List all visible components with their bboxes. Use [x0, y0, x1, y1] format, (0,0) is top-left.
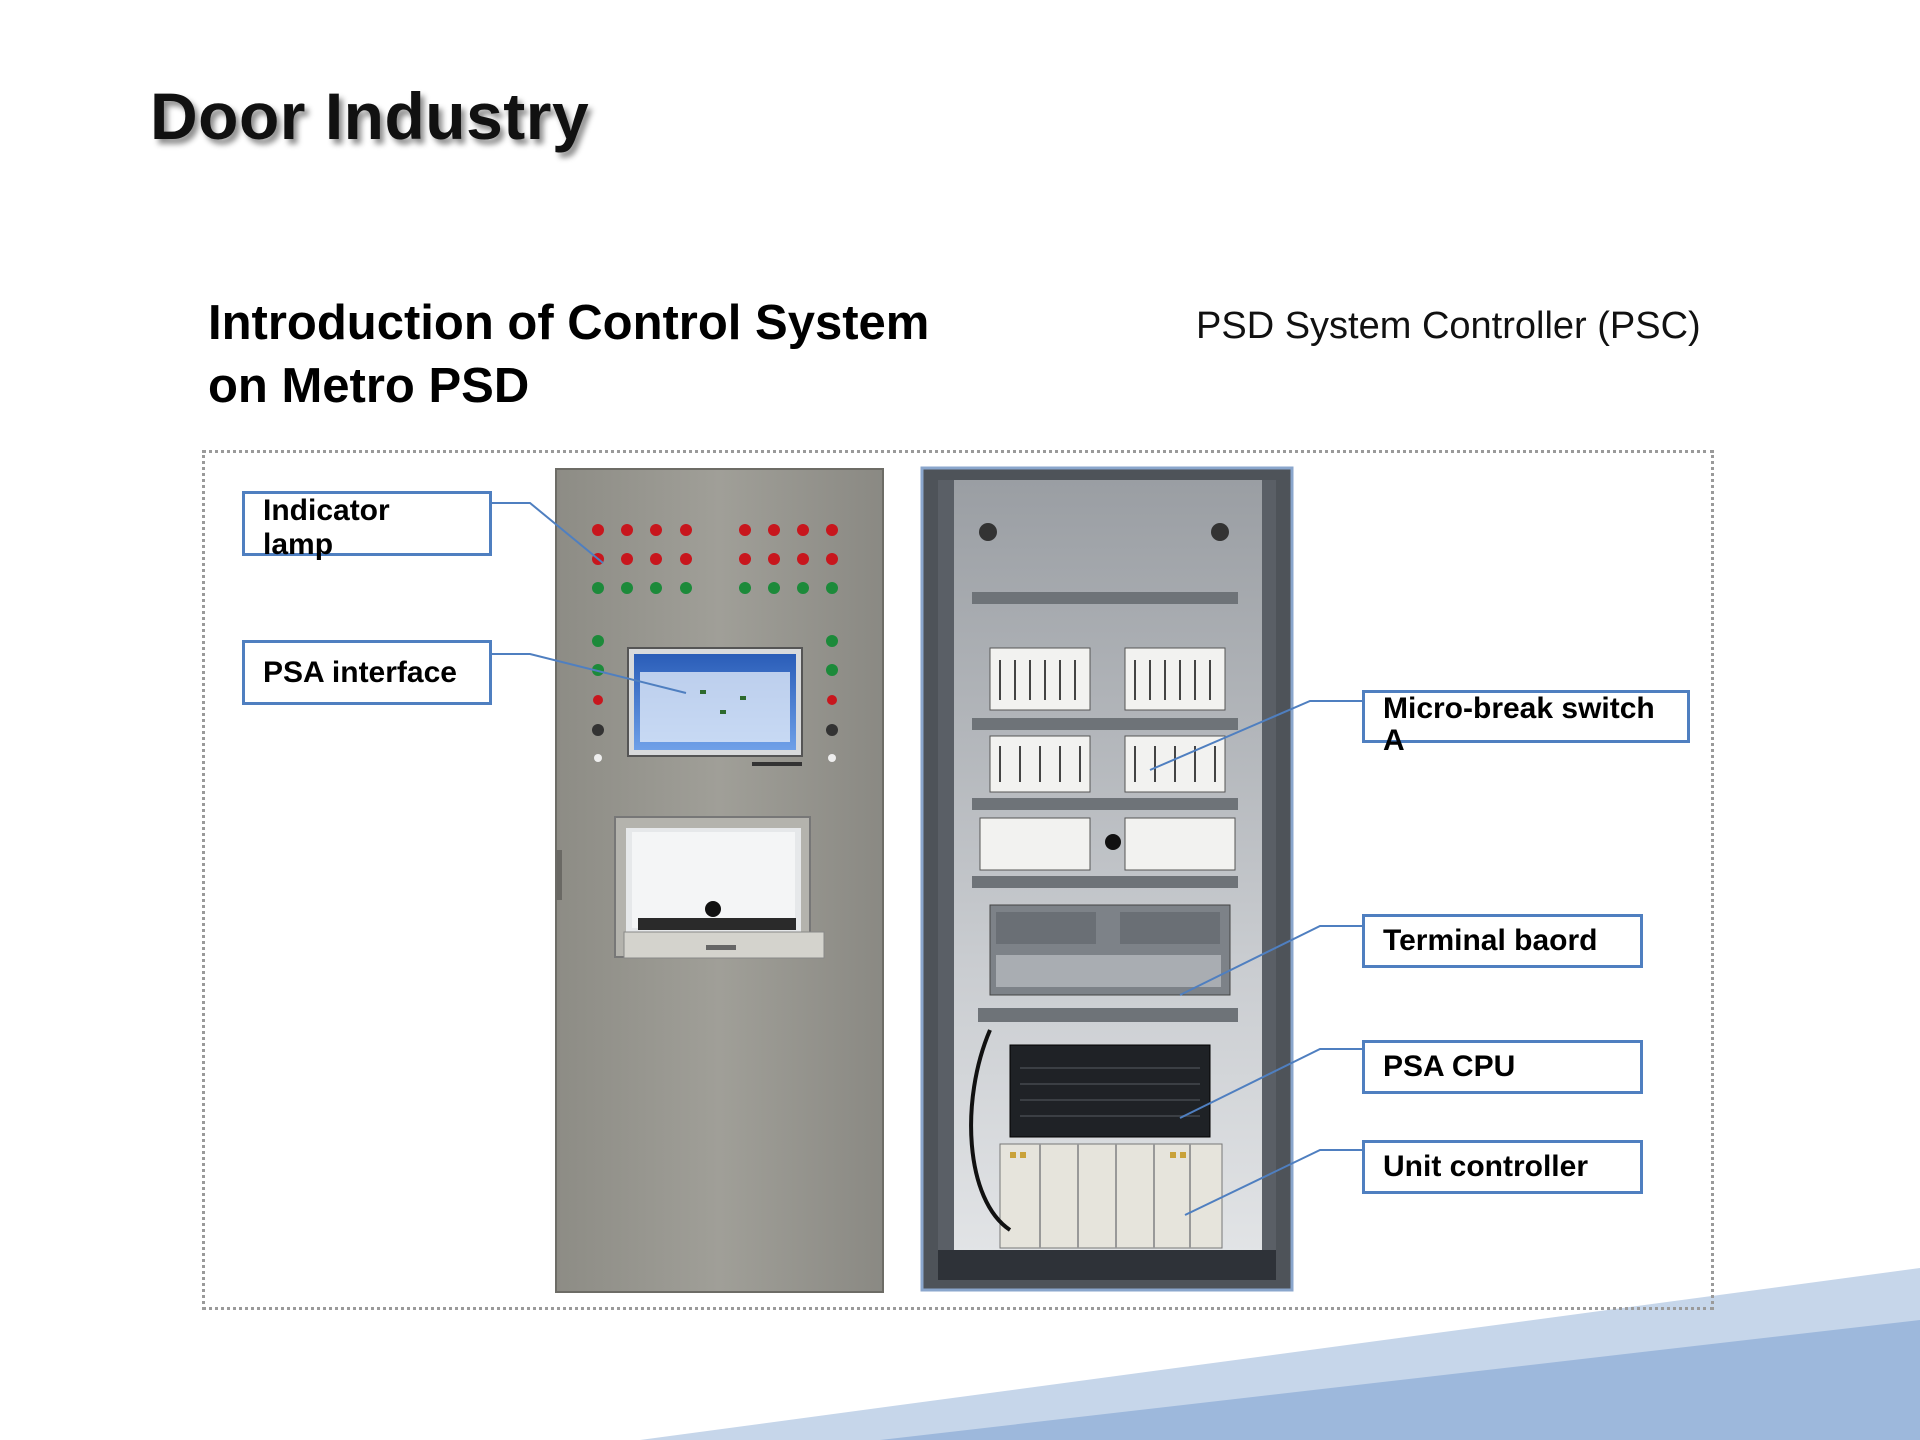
right-cabinet-photo: [920, 466, 1294, 1292]
slide-title: Door Industry: [150, 79, 590, 153]
callout-psa-interface-label: PSA interface: [263, 656, 457, 689]
callout-unit-controller-label: Unit controller: [1383, 1150, 1589, 1183]
callout-micro-break-line-1: Micro-break switch: [1383, 692, 1655, 725]
callout-indicator-lamp: Indicator lamp: [242, 491, 492, 561]
psc-heading: PSD System Controller (PSC): [1196, 305, 1701, 347]
callout-micro-break-line-2: A: [1383, 724, 1405, 757]
callout-psa-interface: PSA interface: [242, 640, 492, 705]
micro-break-switches: [979, 647, 1236, 871]
subtitle-line-2: on Metro PSD: [208, 359, 530, 413]
indicator-lamps: [592, 524, 838, 762]
keyboard-drawer: [614, 816, 825, 959]
callout-leader-lines: [490, 502, 1366, 1216]
callout-terminal-board-label: Terminal baord: [1383, 924, 1598, 957]
callout-micro-break-switch: Micro-break switch A: [1362, 690, 1690, 757]
dotted-content-frame: [202, 450, 1714, 1310]
callout-psa-cpu-label: PSA CPU: [1383, 1050, 1516, 1083]
callout-unit-controller: Unit controller: [1362, 1140, 1643, 1194]
callout-terminal-board: Terminal baord: [1362, 914, 1643, 968]
subtitle-line-1: Introduction of Control System: [208, 296, 930, 350]
section-subtitle: Introduction of Control System on Metro …: [208, 292, 929, 418]
callout-indicator-lamp-line-2: lamp: [263, 528, 334, 561]
callout-indicator-lamp-line-1: Indicator: [263, 494, 390, 527]
psa-cpu-unit: [1009, 1044, 1211, 1138]
unit-controller-rack: [999, 1143, 1223, 1249]
psa-touch-screen: [627, 647, 803, 766]
terminal-boards: [989, 904, 1231, 996]
left-cabinet-photo: [555, 468, 884, 1293]
callout-psa-cpu: PSA CPU: [1362, 1040, 1643, 1094]
